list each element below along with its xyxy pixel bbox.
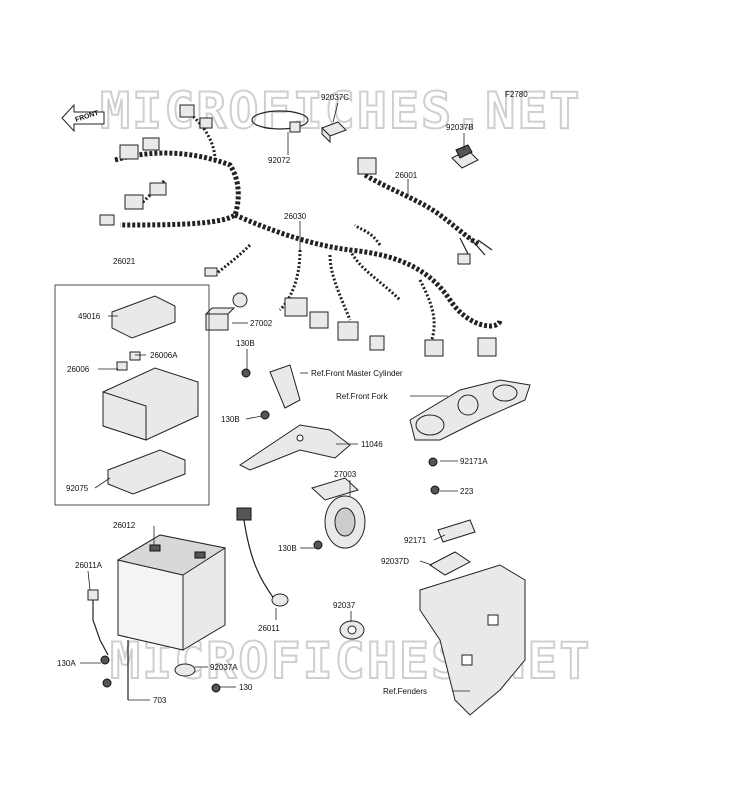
label-92037b: 92037B — [446, 123, 474, 132]
label-130: 130 — [239, 683, 253, 692]
cable-26011a — [87, 589, 109, 656]
label-92037c: 92037C — [321, 93, 349, 102]
label-26030: 26030 — [284, 212, 307, 221]
cable-26011 — [236, 507, 289, 607]
ref-front-fork: Ref.Front Fork — [336, 392, 389, 401]
part-labels: 92072 92037C 92037B 26001 26030 26021 49… — [57, 93, 488, 705]
figure-code: F2780 — [505, 90, 528, 99]
part-92037b-clamp — [451, 144, 479, 169]
label-92075: 92075 — [66, 484, 89, 493]
sub-harness-26001 — [357, 157, 493, 265]
label-92037a: 92037A — [210, 663, 238, 672]
label-49016: 49016 — [78, 312, 101, 321]
ref-front-master-cylinder: Ref.Front Master Cylinder — [311, 369, 403, 378]
label-26011a: 26011A — [75, 561, 103, 570]
label-92171a: 92171A — [460, 457, 488, 466]
leader-lines — [80, 102, 470, 701]
label-92037: 92037 — [333, 601, 356, 610]
part-92072-band — [251, 110, 309, 133]
label-223: 223 — [460, 487, 474, 496]
main-harness-26030 — [99, 104, 503, 357]
battery-26012 — [116, 534, 227, 651]
label-92171: 92171 — [404, 536, 427, 545]
label-27003: 27003 — [334, 470, 357, 479]
horn-27003 — [311, 477, 366, 550]
front-arrow-icon: FRONT — [61, 103, 105, 133]
label-11046: 11046 — [361, 440, 383, 449]
label-26006a: 26006A — [150, 351, 178, 360]
label-26006: 26006 — [67, 365, 90, 374]
label-130b-3: 130B — [278, 544, 297, 553]
ref-fenders: Ref.Fenders — [383, 687, 427, 696]
bracket-11046 — [239, 364, 351, 471]
label-130a: 130A — [57, 659, 76, 668]
label-92037d: 92037D — [381, 557, 409, 566]
label-27002: 27002 — [250, 319, 273, 328]
label-26001: 26001 — [395, 171, 418, 180]
fuse-box-group-26021 — [54, 284, 210, 506]
label-92072: 92072 — [268, 156, 291, 165]
label-26011: 26011 — [258, 624, 280, 633]
label-130b-2: 130B — [221, 415, 240, 424]
label-26021: 26021 — [113, 257, 136, 266]
part-27002-relay — [204, 307, 236, 331]
part-92037c-clamp — [321, 121, 347, 144]
reference-labels: Ref.Front Master Cylinder Ref.Front Fork… — [311, 369, 427, 696]
rear-fender — [419, 519, 526, 716]
tube-703 — [100, 640, 221, 700]
label-703: 703 — [153, 696, 167, 705]
label-130b-1: 130B — [236, 339, 255, 348]
part-92037-clamp — [339, 620, 365, 640]
label-26012: 26012 — [113, 521, 136, 530]
front-fork-bracket — [409, 379, 531, 495]
